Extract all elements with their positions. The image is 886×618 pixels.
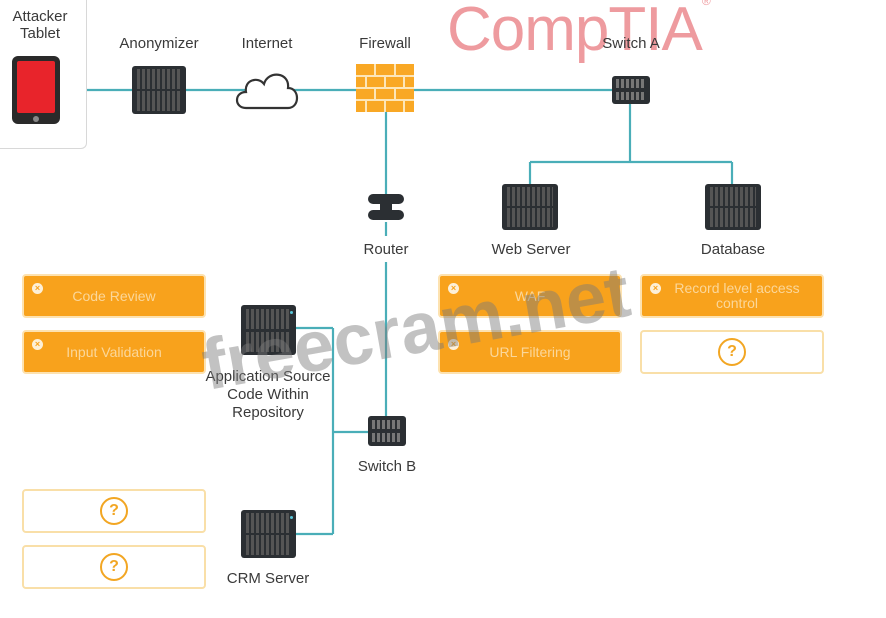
drop-slot[interactable]: ? — [22, 545, 206, 589]
close-icon: × — [32, 283, 43, 294]
drop-slot[interactable]: ? — [22, 489, 206, 533]
logo-text: CompTIA — [447, 0, 703, 64]
close-icon: × — [448, 339, 459, 350]
server-icon — [502, 184, 558, 230]
option-code-review[interactable]: × Code Review — [22, 274, 206, 318]
app-source-label: Application Source Code Within Repositor… — [205, 368, 331, 421]
anonymizer-label: Anonymizer — [119, 35, 199, 52]
option-label: Record level access control — [674, 280, 800, 311]
server-icon — [132, 66, 186, 114]
switch-icon — [612, 76, 650, 104]
option-waf[interactable]: × WAF — [438, 274, 622, 318]
logo-trademark: ® — [701, 0, 711, 8]
close-icon: × — [448, 283, 459, 294]
option-record-level-access[interactable]: × Record level access control — [640, 274, 824, 318]
firewall-label: Firewall — [359, 35, 411, 52]
server-icon — [241, 305, 296, 355]
comptia-logo: CompTIA® — [447, 0, 711, 65]
switch-icon — [368, 416, 406, 446]
server-icon — [241, 510, 296, 558]
firewall-icon — [356, 64, 414, 112]
router-icon — [368, 194, 404, 220]
drop-slot[interactable]: ? — [640, 330, 824, 374]
switch-b-label: Switch B — [357, 458, 417, 475]
switch-a-label: Switch A — [602, 35, 660, 52]
tablet-icon — [12, 56, 60, 124]
question-icon: ? — [100, 553, 128, 581]
option-input-validation[interactable]: × Input Validation — [22, 330, 206, 374]
database-label: Database — [700, 241, 766, 258]
option-label: Code Review — [72, 287, 156, 304]
router-label: Router — [363, 241, 409, 258]
question-icon: ? — [100, 497, 128, 525]
web-server-label: Web Server — [491, 241, 571, 258]
option-label: WAF — [514, 287, 546, 304]
close-icon: × — [32, 339, 43, 350]
cloud-icon — [235, 73, 299, 110]
close-icon: × — [650, 283, 661, 294]
internet-label: Internet — [241, 35, 293, 52]
attacker-tablet-label: Attacker Tablet — [12, 8, 68, 42]
server-icon — [705, 184, 761, 230]
option-url-filtering[interactable]: × URL Filtering — [438, 330, 622, 374]
crm-server-label: CRM Server — [226, 570, 310, 587]
question-icon: ? — [718, 338, 746, 366]
option-label: Input Validation — [66, 343, 162, 360]
option-label: URL Filtering — [489, 343, 571, 360]
